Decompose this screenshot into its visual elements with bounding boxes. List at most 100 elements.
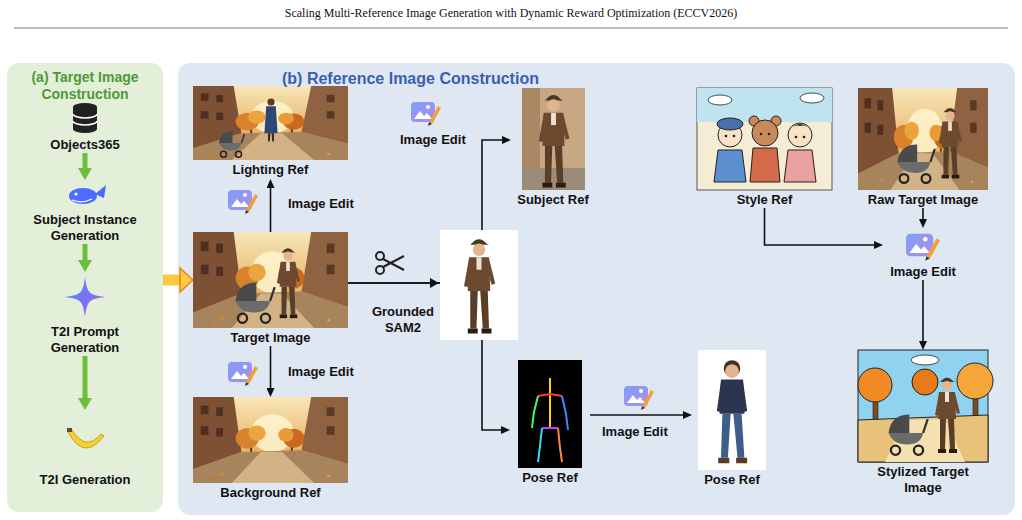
connector (922, 208, 924, 219)
image-node: Raw Target Image (858, 88, 988, 208)
caption: Pose Ref (510, 470, 590, 486)
caption: Subject Ref (511, 192, 595, 208)
whale-icon (69, 185, 106, 204)
target-image (193, 232, 348, 328)
pose-skeleton-image (518, 360, 582, 468)
stylized-target-image (858, 368, 892, 402)
edit-icons (228, 190, 258, 214)
picture-slot (193, 232, 348, 328)
pose-ref-image (698, 350, 766, 470)
style-ref-image (800, 93, 824, 103)
style-ref-image (784, 150, 816, 182)
lighting-ref-image (219, 131, 245, 157)
stylized-target-image (957, 363, 993, 399)
scissors-icon (376, 266, 384, 274)
style-ref-image (697, 88, 832, 190)
banana-icon (67, 428, 72, 432)
caption: Raw Target Image (858, 192, 988, 208)
step-label-box: Grounded SAM2 (366, 304, 440, 336)
caption: Stylized Target Image (858, 464, 988, 496)
step-item: T2I Prompt Generation (20, 272, 150, 356)
step-label: Grounded SAM2 (366, 304, 440, 336)
caption: Background Ref (193, 485, 348, 501)
scissors-icon (376, 252, 384, 260)
connector (270, 346, 272, 388)
connector (83, 153, 88, 168)
pose-skeleton-image (549, 378, 551, 428)
stage-panel: (b) Reference Image ConstructionLighting… (178, 63, 1015, 515)
cutout-image (440, 230, 518, 340)
whale-icon (74, 192, 77, 195)
edge-label-box: Image Edit (400, 132, 466, 148)
database-icon (73, 103, 97, 111)
connector (83, 244, 88, 260)
edge-label-box: Image Edit (288, 196, 354, 212)
panel-title: (b) Reference Image Construction (282, 69, 1009, 88)
style-ref-image (750, 148, 780, 182)
style-ref-image (725, 135, 728, 138)
pose-skeleton-image (542, 427, 558, 429)
caption: Objects365 (20, 137, 150, 153)
cutout-image (464, 239, 495, 333)
background-ref-image (193, 397, 348, 483)
stylized-target-image (911, 355, 939, 365)
picture-slot (511, 88, 595, 190)
caption: Target Image (193, 330, 348, 346)
stylized-target-image (912, 369, 938, 395)
pose-skeleton-image (538, 428, 542, 462)
picture-slot (858, 88, 988, 190)
connector (922, 280, 924, 341)
connector (590, 414, 683, 416)
edge-label-box: Image Edit (602, 424, 668, 440)
style-ref-image (733, 135, 736, 138)
stylized-target-image (873, 392, 878, 422)
database-icon (73, 121, 97, 125)
database-icon (73, 103, 97, 133)
background-ref-image (193, 397, 348, 483)
picture-slot (20, 180, 150, 210)
style-ref-image (771, 116, 781, 126)
style-ref-image (803, 136, 806, 139)
target-image (277, 248, 300, 318)
pose-skeleton-image (518, 360, 582, 468)
edit-icons (228, 102, 940, 410)
pose-skeleton-image (558, 428, 562, 462)
subject-ref-image (522, 88, 585, 190)
image-node: Lighting Ref (193, 86, 348, 178)
pose-skeleton-image (538, 394, 562, 396)
picture-slot (20, 103, 150, 135)
caption: Subject Instance Generation (20, 212, 150, 244)
style-ref-image (749, 116, 759, 126)
banana-icon (68, 430, 104, 448)
step-item: T2I Generation (20, 410, 150, 488)
database-icon (73, 107, 97, 133)
whale-icon (72, 199, 92, 202)
connector (348, 283, 501, 430)
lighting-ref-image (193, 86, 348, 160)
running-header: Scaling Multi-Reference Image Generation… (0, 5, 1022, 21)
connector (765, 208, 875, 245)
raw-target-image (858, 88, 988, 190)
whale-icon (95, 185, 106, 198)
stylized-target-image (973, 390, 978, 420)
sparkle-icon (65, 277, 105, 317)
stylized-target-image (885, 419, 965, 462)
target-image (236, 283, 275, 323)
image-node: Stylized Target Image (858, 350, 988, 496)
stylized-target-image (889, 415, 928, 455)
image-node: Pose Ref (510, 360, 590, 486)
panel-title: (a) Target Image Construction (13, 69, 157, 103)
running-header-box: Scaling Multi-Reference Image Generation… (0, 5, 1022, 21)
lighting-ref-image (264, 98, 277, 141)
style-ref-image (788, 124, 812, 132)
style-ref-image (768, 133, 771, 136)
style-ref-image (795, 136, 798, 139)
scissors-icon (383, 256, 404, 267)
edge-label-box: Image Edit (288, 364, 354, 380)
lighting-ref-image (193, 86, 348, 160)
caption: Pose Ref (692, 472, 772, 488)
image-node: Background Ref (193, 397, 348, 501)
pose-skeleton-image (562, 396, 568, 430)
